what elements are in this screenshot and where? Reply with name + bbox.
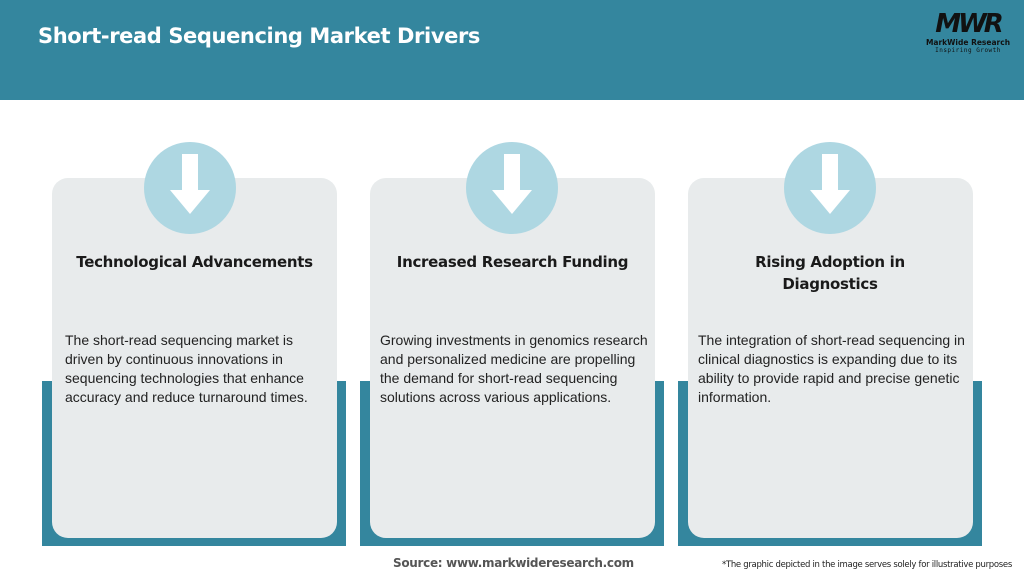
- disclaimer-note: *The graphic depicted in the image serve…: [722, 560, 1012, 570]
- card-body: The integration of short-read sequencing…: [698, 332, 965, 405]
- arrow-down-icon: [810, 154, 850, 214]
- logo-tagline: Inspiring Growth: [935, 47, 1001, 54]
- logo-name: MarkWide Research: [925, 38, 1011, 47]
- driver-card: [52, 178, 337, 538]
- card-title: Rising Adoption in Diagnostics: [755, 253, 905, 293]
- arrow-down-icon: [170, 154, 210, 214]
- card-title: Increased Research Funding: [396, 253, 629, 271]
- arrow-down-icon: [492, 154, 532, 214]
- card-body: The short-read sequencing market is driv…: [65, 332, 308, 405]
- card-title: Technological Advancements: [76, 253, 313, 271]
- header-banner: Short-read Sequencing Market Drivers MWR…: [0, 0, 1024, 100]
- icon-circle: [144, 142, 236, 234]
- card-body: Growing investments in genomics research…: [380, 332, 648, 405]
- source-text: Source: www.markwideresearch.com: [393, 556, 634, 570]
- page-title: Short-read Sequencing Market Drivers: [38, 24, 481, 48]
- icon-circle: [784, 142, 876, 234]
- icon-circle: [466, 142, 558, 234]
- driver-card: [688, 178, 973, 538]
- logo-mark: MWR: [935, 9, 1004, 39]
- logo: MWR MarkWide Research Inspiring Growth: [922, 10, 1014, 58]
- driver-card: [370, 178, 655, 538]
